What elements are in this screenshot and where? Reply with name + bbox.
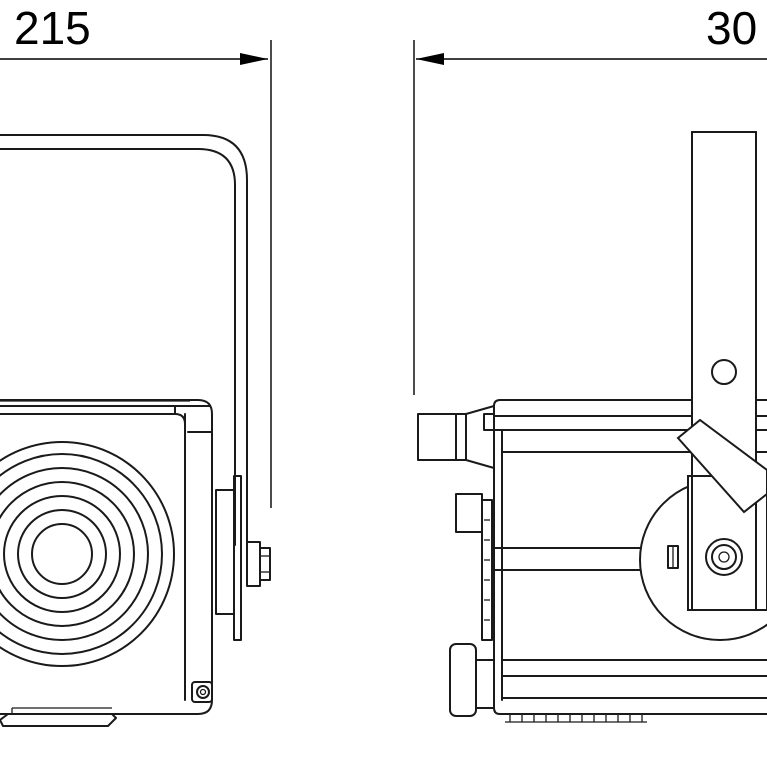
side-mount-plate xyxy=(215,475,271,641)
fresnel-lens xyxy=(0,441,175,667)
front-view: 215 xyxy=(0,2,272,727)
housing-front xyxy=(0,399,213,727)
yoke-bracket xyxy=(0,134,248,546)
rear-handle xyxy=(417,405,495,469)
dimension-label-length: 30 xyxy=(706,2,757,54)
lock-lever xyxy=(676,418,767,514)
yoke-arm xyxy=(687,131,767,611)
dimension-label-width: 215 xyxy=(14,2,91,54)
dimension-width-left: 215 xyxy=(0,2,272,508)
rear-knob xyxy=(449,643,495,717)
rear-connector xyxy=(455,493,493,641)
dimension-length-right: 30 xyxy=(413,2,767,395)
side-view: 30 xyxy=(413,2,767,723)
heatsink-fins xyxy=(505,714,647,723)
pivot-knob xyxy=(705,538,743,576)
